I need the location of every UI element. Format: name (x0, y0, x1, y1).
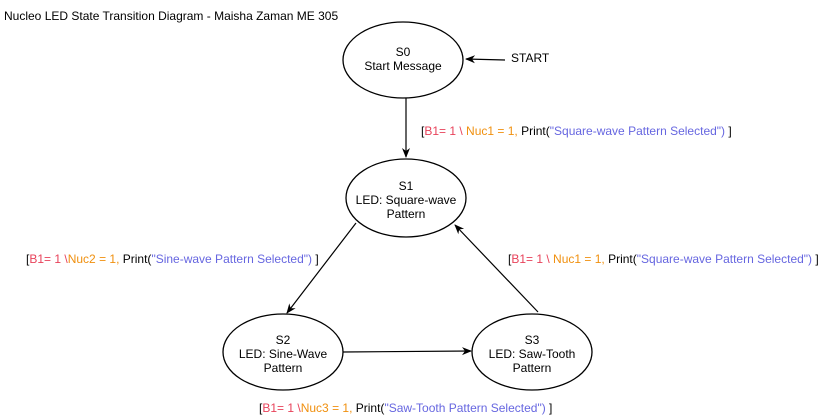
transition-s2-s3-message: "Saw-Tooth Pattern Selected") (384, 401, 546, 415)
transition-s3-s1-close: ] (812, 252, 819, 266)
state-s1-description: LED: Square-wave (355, 193, 457, 207)
start-label: START (511, 51, 550, 65)
state-s0-description: Start Message (364, 59, 442, 73)
transition-s3-s1-nucleo: Nuc1 = 1, (553, 252, 605, 266)
transition-s0-s1-message: "Square-wave Pattern Selected") (549, 124, 726, 138)
transition-s1-s2-message: "Sine-wave Pattern Selected") (151, 252, 313, 266)
transition-s3-s1-print: Print( (604, 252, 637, 266)
state-s1-description-2: Pattern (386, 207, 426, 221)
start-arrow (465, 55, 506, 64)
state-s1-label: S1 LED: Square-wave Pattern (346, 179, 466, 221)
transition-s0-s1-nucleo: Nuc1 = 1, (466, 124, 518, 138)
transition-s2-s3-close: ] (545, 401, 553, 415)
transition-s2-s3-nucleo: Nuc3 = 1, (300, 401, 353, 415)
transition-s1-s2-open: [ (26, 252, 30, 266)
state-s3-description: LED: Saw-Tooth (488, 347, 576, 361)
transition-s0-s1-close: ] (725, 124, 732, 138)
state-s3-node (471, 313, 593, 391)
transition-s0-s1-label: [B1= 1 \ Nuc1 = 1, Print("Square-wave Pa… (421, 124, 732, 138)
transition-s0-s1-open: [ (421, 124, 425, 138)
state-s2-label: S2 LED: Sine-Wave Pattern (223, 333, 343, 375)
transition-s3-s1-message: "Square-wave Pattern Selected") (636, 252, 813, 266)
transition-s2-s3-print: Print( (352, 401, 385, 415)
state-s0-label: S0 Start Message (343, 45, 463, 73)
state-s0-node (342, 21, 464, 99)
transition-s0-s1-print: Print( (517, 124, 550, 138)
transition-s1-s2-arrow (286, 222, 357, 314)
transition-s3-s1-open: [ (508, 252, 512, 266)
state-s2-id: S2 (275, 333, 291, 347)
state-s2-description-2: Pattern (263, 361, 303, 375)
diagram-title: Nucleo LED State Transition Diagram - Ma… (4, 9, 339, 23)
transition-s1-s2-print: Print( (119, 252, 152, 266)
transition-s1-s2-condition: B1= 1 \ (29, 252, 68, 266)
state-s3-label: S3 LED: Saw-Tooth Pattern (472, 333, 592, 375)
transition-s2-s3-arrow (342, 347, 472, 356)
transition-s3-s1-label: [B1= 1 \ Nuc1 = 1, Print("Square-wave Pa… (508, 252, 819, 266)
transition-s1-s2-nucleo: Nuc2 = 1, (67, 252, 120, 266)
transition-s1-s2-label: [B1= 1 \Nuc2 = 1, Print("Sine-wave Patte… (26, 252, 319, 266)
state-s2-description: LED: Sine-Wave (238, 347, 328, 361)
transition-s1-s2-close: ] (312, 252, 319, 266)
transition-s3-s1-condition: B1= 1 \ (511, 252, 554, 266)
transition-s2-s3-label: [B1= 1 \Nuc3 = 1, Print("Saw-Tooth Patte… (259, 401, 552, 415)
state-s1-node (345, 158, 467, 238)
state-s3-id: S3 (524, 333, 540, 347)
state-s3-description-2: Pattern (512, 361, 552, 375)
transition-s2-s3-condition: B1= 1 \ (262, 401, 301, 415)
transition-s0-s1-condition: B1= 1 \ (424, 124, 467, 138)
state-s0-id: S0 (395, 45, 411, 59)
transition-s3-s1-arrow (454, 224, 539, 313)
state-s1-id: S1 (398, 179, 414, 193)
transition-s2-s3-open: [ (259, 401, 263, 415)
